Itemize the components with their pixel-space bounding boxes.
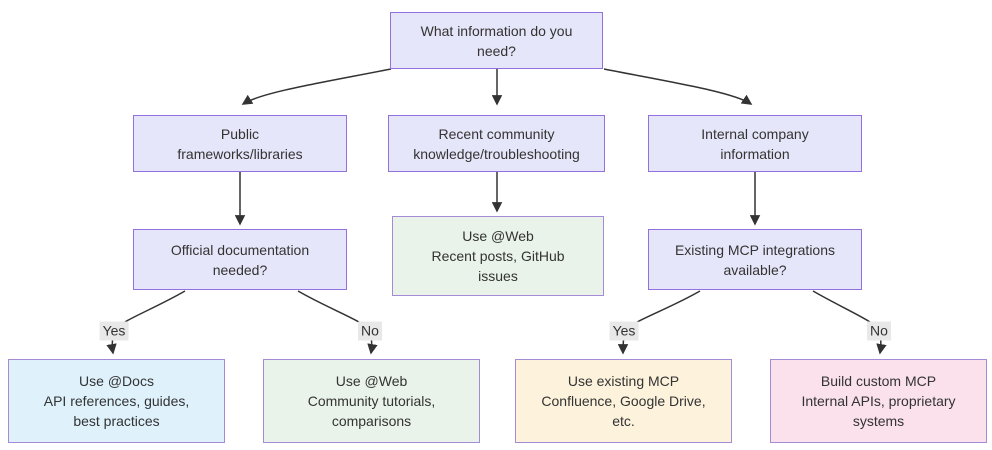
node-text-line: Use @Web bbox=[335, 373, 408, 389]
node-text-line: Confluence, Google Drive, bbox=[541, 393, 706, 409]
node-use-web-community: Use @Web Community tutorials, comparison… bbox=[263, 359, 480, 443]
node-text-line: systems bbox=[852, 413, 905, 429]
edge-root-to-internal bbox=[603, 68, 753, 105]
node-use-existing-mcp: Use existing MCP Confluence, Google Driv… bbox=[515, 359, 732, 443]
node-build-custom-mcp: Build custom MCP Internal APIs, propriet… bbox=[770, 359, 987, 443]
node-text-line: knowledge/troubleshooting bbox=[413, 145, 580, 162]
node-root-question: What information do you need? bbox=[390, 12, 603, 69]
node-text-line: Use existing MCP bbox=[567, 373, 680, 389]
node-text-line: needed? bbox=[212, 261, 268, 278]
node-text-line: available? bbox=[723, 261, 787, 278]
node-text-line: Internal company bbox=[701, 125, 809, 142]
node-use-docs: Use @Docs API references, guides, best p… bbox=[8, 359, 225, 443]
node-public-frameworks: Public frameworks/libraries bbox=[133, 115, 347, 172]
node-text-line: comparisons bbox=[331, 413, 412, 429]
edge-label-no-custom: No bbox=[867, 321, 891, 341]
node-text-line: issues bbox=[478, 268, 518, 284]
node-use-web-recent: Use @Web Recent posts, GitHub issues bbox=[392, 216, 604, 296]
node-recent-community: Recent community knowledge/troubleshooti… bbox=[388, 115, 605, 172]
node-text-line: etc. bbox=[612, 413, 635, 429]
node-text-line: best practices bbox=[73, 413, 160, 429]
node-text-line: Build custom MCP bbox=[820, 373, 937, 389]
node-text-line: Public bbox=[220, 125, 260, 142]
edge-root-to-public bbox=[241, 68, 392, 105]
node-text-line: need? bbox=[477, 42, 516, 59]
edge-label-yes-docs: Yes bbox=[99, 321, 129, 341]
node-text-line: What information do you bbox=[420, 22, 573, 39]
node-text-line: information bbox=[720, 145, 790, 162]
node-text-line: API references, guides, bbox=[43, 393, 190, 409]
node-text-line: Use @Docs bbox=[79, 373, 154, 389]
node-text-line: Internal APIs, proprietary bbox=[801, 393, 956, 409]
node-text-line: Official documentation bbox=[170, 241, 310, 258]
node-text-line: frameworks/libraries bbox=[177, 145, 303, 162]
node-internal-company: Internal company information bbox=[648, 115, 862, 172]
node-text-line: Recent posts, GitHub bbox=[431, 248, 565, 264]
node-existing-mcp-question: Existing MCP integrations available? bbox=[648, 229, 862, 290]
node-text-line: Existing MCP integrations bbox=[674, 241, 836, 258]
node-text-line: Recent community bbox=[438, 125, 555, 142]
node-official-docs-question: Official documentation needed? bbox=[133, 229, 347, 290]
node-text-line: Community tutorials, bbox=[307, 393, 436, 409]
node-text-line: Use @Web bbox=[462, 228, 534, 244]
edge-label-no-web: No bbox=[358, 321, 382, 341]
edge-label-yes-mcp: Yes bbox=[609, 321, 639, 341]
